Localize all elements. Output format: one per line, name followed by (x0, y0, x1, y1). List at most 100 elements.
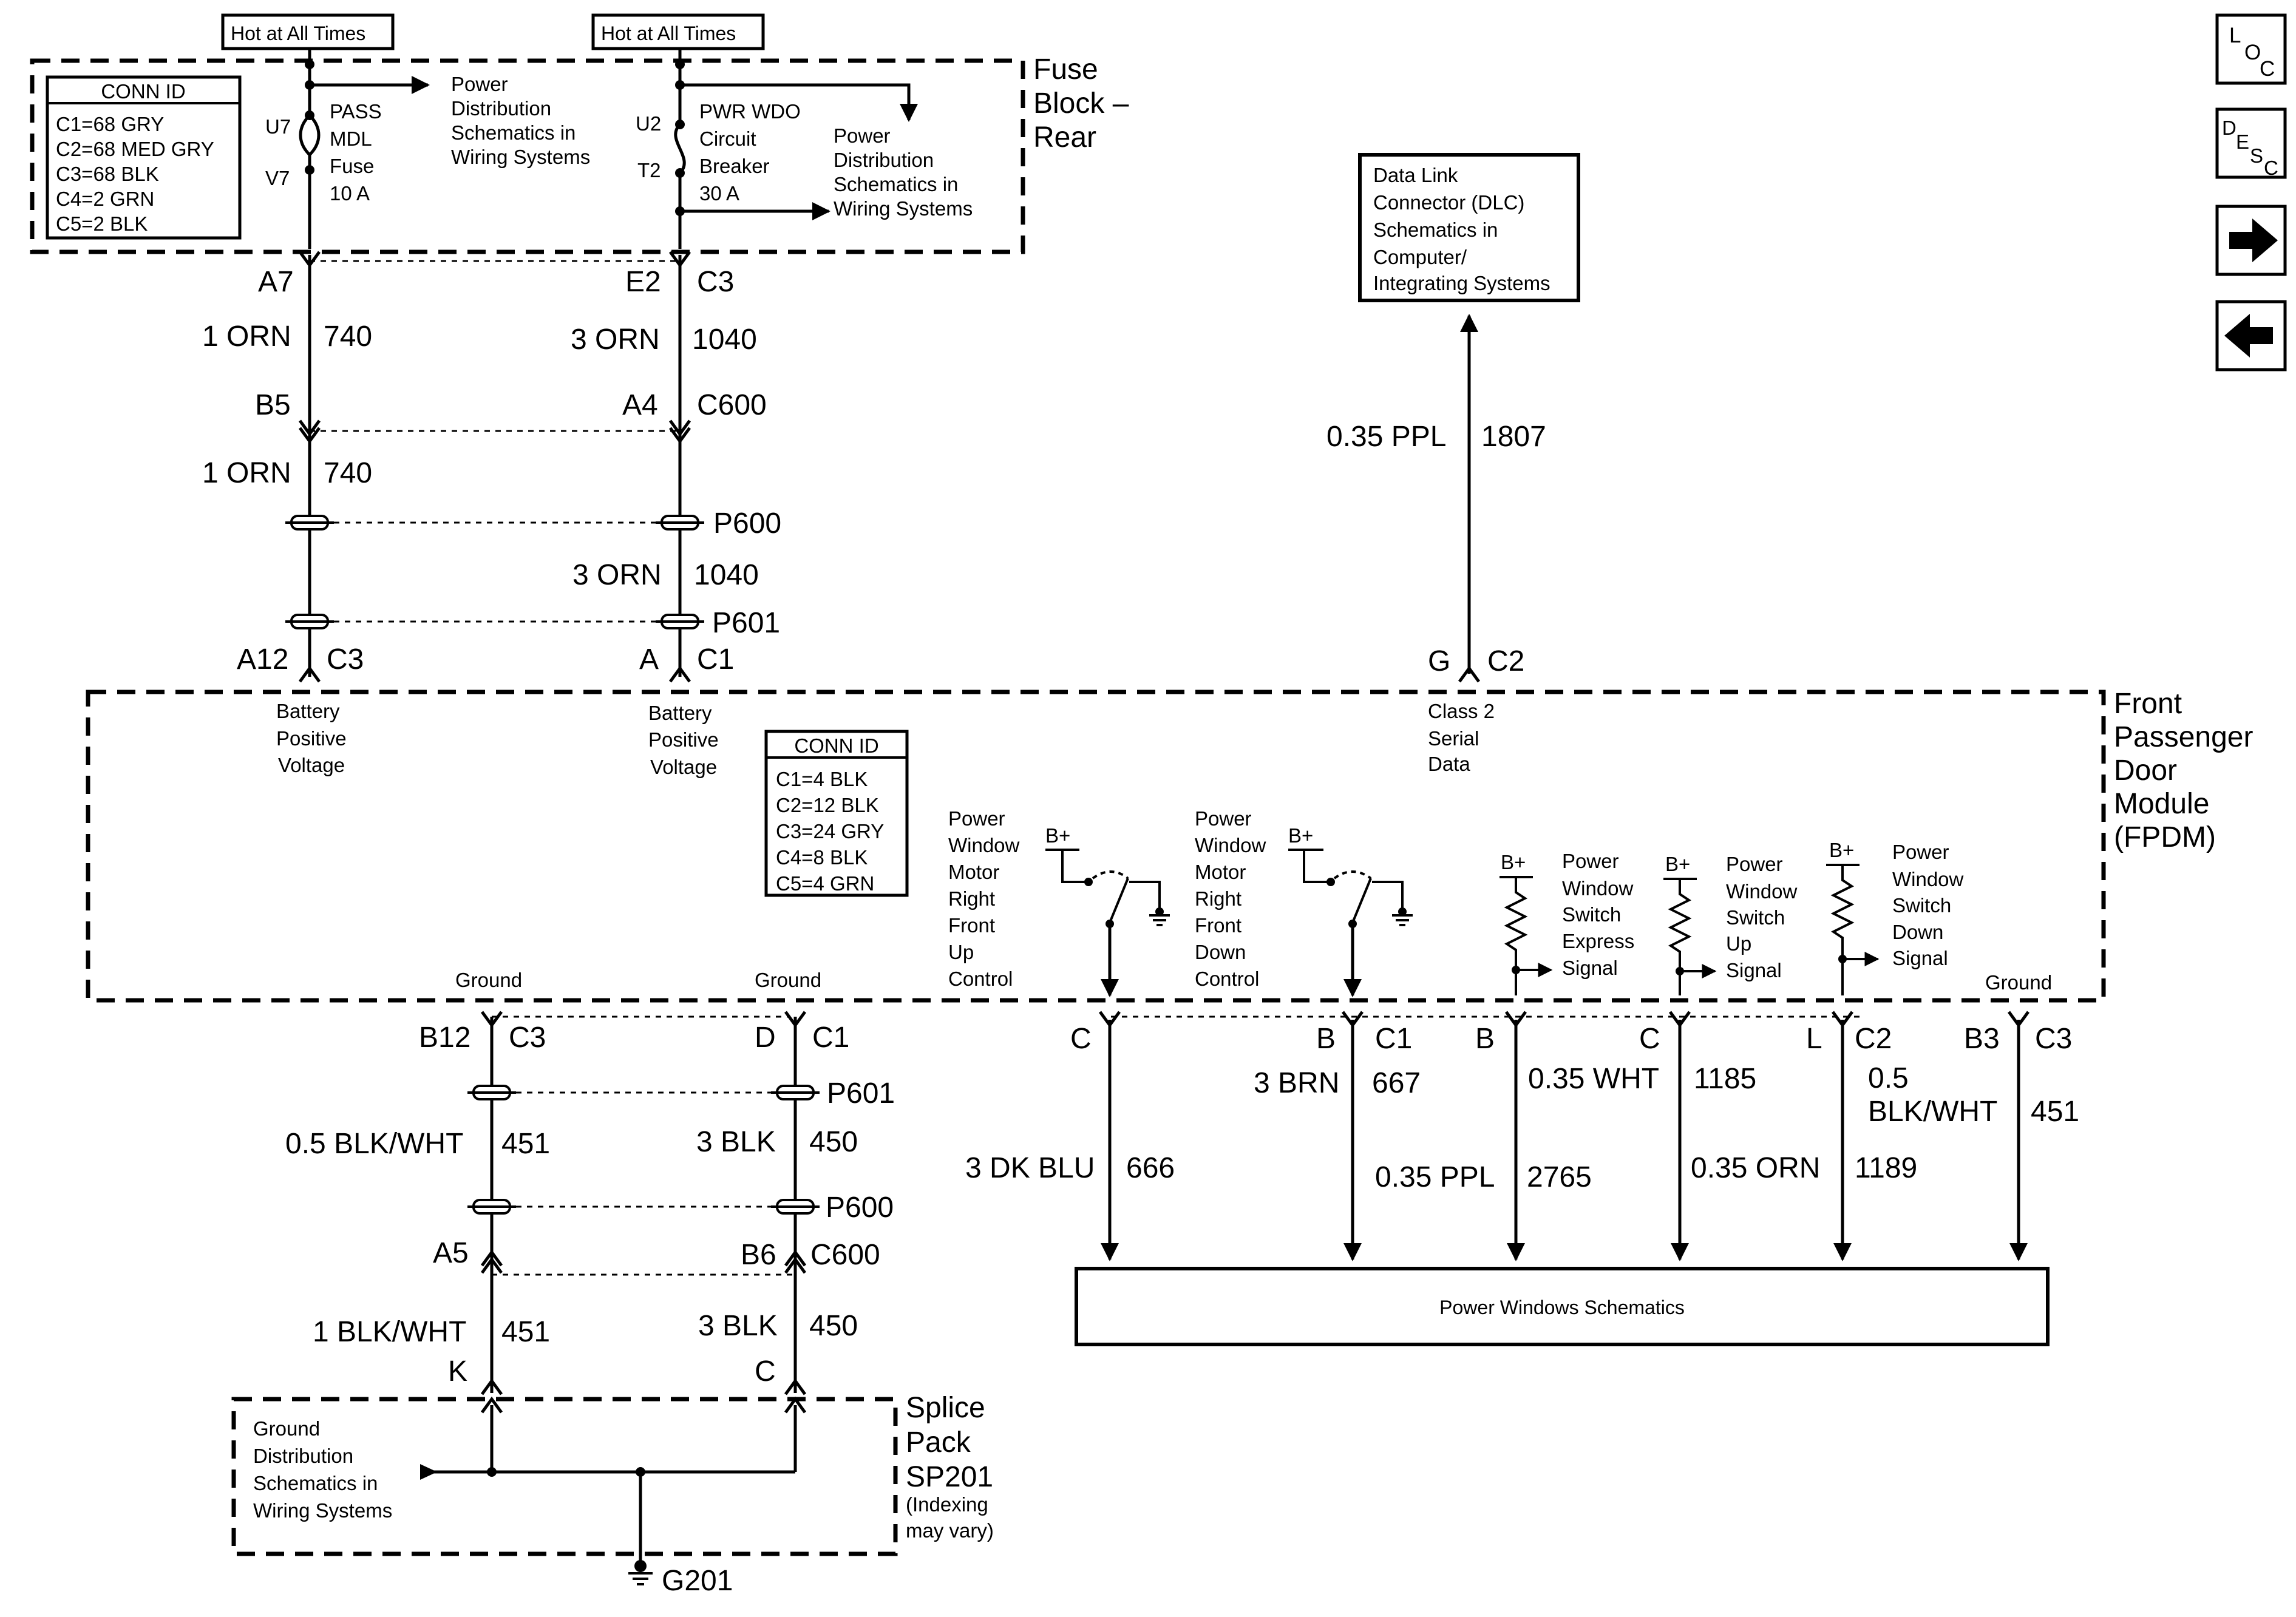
circuit-1040-lower: 1040 (694, 559, 759, 591)
inline-connector-p601-mid (656, 614, 704, 629)
previous-page-button[interactable] (2215, 300, 2287, 371)
pin-b-output: B (1316, 1023, 1336, 1055)
ground-label-2: Ground (755, 969, 821, 991)
next-page-button[interactable] (2215, 205, 2287, 276)
splice-title-3: SP201 (906, 1461, 993, 1493)
pwr-wdo-circuit-breaker: U2 T2 PWR WDO Circuit Breaker 30 A Power… (636, 49, 973, 249)
ground-g201: G201 (662, 1565, 733, 1597)
circuit-450-upper: 450 (809, 1126, 858, 1158)
class2-text-3: Data (1428, 753, 1470, 775)
conn-c3-output: C3 (2035, 1023, 2072, 1055)
arrow-left-icon (2224, 314, 2273, 358)
wire-label-0-5: 0.5 (1868, 1062, 1909, 1094)
circuit-breaker-icon (674, 123, 686, 174)
circuit-666: 666 (1126, 1152, 1175, 1184)
splice-ref-4: Wiring Systems (253, 1499, 392, 1522)
pin-b5: B5 (255, 389, 291, 421)
splice-ref-1: Ground (253, 1417, 320, 1440)
breaker-ref-1: Power (834, 124, 891, 147)
fuse-block-conn-id-table: CONN ID C1=68 GRY C2=68 MED GRY C3=68 BL… (46, 75, 242, 240)
circuit-451-output: 451 (2031, 1096, 2079, 1128)
inline-p601-label-lower: P601 (827, 1077, 895, 1110)
splice-title-1: Splice (906, 1392, 985, 1424)
pin-c-output-2: C (1639, 1023, 1660, 1055)
class2-text-1: Class 2 (1428, 700, 1495, 722)
fuse-text-3: Fuse (330, 155, 374, 177)
dlc-text-5: Integrating Systems (1373, 272, 1550, 294)
fuse-text-1: PASS (330, 100, 382, 123)
conn-c2-output: C2 (1855, 1023, 1892, 1055)
splice-note-1: (Indexing (906, 1493, 988, 1516)
down-sig-text-4: Down (1892, 921, 1943, 943)
connector-icon (480, 1256, 503, 1274)
wire-label-0-35-ppl: 0.35 PPL (1326, 421, 1446, 453)
fuse-ref-2: Distribution (451, 97, 551, 120)
bplus-label: B+ (1288, 824, 1313, 847)
circuit-1040: E2 C3 3 ORN 1040 A4 C600 P600 3 ORN 1040… (571, 251, 781, 683)
breaker-ref-4: Wiring Systems (834, 197, 973, 220)
circuit-1185: 1185 (1694, 1063, 1756, 1095)
connector-icon (480, 1378, 503, 1395)
inline-p600-label-lower: P600 (826, 1192, 894, 1224)
inline-connector-p601-lower-left (467, 1085, 516, 1100)
hot-at-all-times-1: Hot at All Times (231, 22, 365, 44)
ground-label-3: Ground (1985, 971, 2052, 994)
wire-label-0-35-ppl-2: 0.35 PPL (1375, 1161, 1495, 1193)
batt2-text-1: Battery (648, 702, 712, 724)
desc-button[interactable]: D E S C (2215, 107, 2287, 179)
circuit-740: A7 1 ORN 740 B5 1 ORN 740 A12 C3 (202, 251, 680, 683)
down-ctrl-text-6: Down (1195, 941, 1246, 963)
pin-a: A (639, 643, 659, 676)
connector-icon (668, 251, 691, 268)
connector-icon (298, 251, 321, 268)
inline-connector-p601-left (285, 614, 334, 629)
module-conn-id-table: CONN ID C1=4 BLK C2=12 BLK C3=24 GRY C4=… (764, 730, 909, 897)
inline-connector-p600-lower-left (467, 1199, 516, 1215)
connector-icon (784, 1396, 807, 1414)
front-passenger-door-module: Front Passenger Door Module (FPDM) Batte… (86, 688, 2253, 1003)
down-ctrl-text-4: Right (1195, 887, 1241, 910)
arrow-left-reference-icon (420, 1464, 437, 1480)
down-ctrl-text-2: Window (1195, 834, 1266, 856)
up-ctrl-text-3: Motor (948, 861, 999, 883)
fuse-text-2: MDL (330, 127, 372, 150)
wire-label-3-brn: 3 BRN (1254, 1067, 1339, 1099)
power-windows-schematics-box[interactable] (1075, 1267, 2050, 1346)
connector-icon (784, 1249, 807, 1267)
circuit-451-lower: 451 (501, 1316, 550, 1348)
wire-label-1-orn-2: 1 ORN (202, 457, 291, 489)
dlc-text-2: Connector (DLC) (1373, 191, 1524, 214)
connector-icon (480, 1249, 503, 1267)
pin-k: K (448, 1355, 467, 1388)
wire-label-3-orn-2: 3 ORN (572, 559, 662, 591)
down-signal-resistor: B+ (1826, 839, 1880, 995)
pass-mdl-fuse: U7 V7 PASS MDL Fuse 10 A Power Distribut… (265, 49, 590, 249)
splice-note-2: may vary) (906, 1519, 994, 1542)
fuse-ref-3: Schematics in (451, 121, 576, 144)
circuit-1040-upper: 1040 (692, 324, 757, 356)
splice-ref-3: Schematics in (253, 1472, 378, 1494)
up-sig-text-3: Switch (1726, 906, 1785, 929)
resistor-icon (1830, 865, 1855, 995)
inline-connector-p600-mid (656, 515, 704, 531)
wire-label-1-blk-wht: 1 BLK/WHT (313, 1316, 466, 1348)
module-title-3: Door (2114, 754, 2177, 787)
circuit-740-upper: 740 (324, 320, 372, 353)
inline-p601-label-upper: P601 (712, 607, 780, 639)
module-conn-id-row: C2=12 BLK (776, 794, 879, 816)
connector-icon (668, 427, 691, 444)
inline-connector-p600-left (285, 515, 334, 531)
circuit-450-lower: 450 (809, 1310, 858, 1342)
pin-g: G (1428, 645, 1450, 677)
loc-button[interactable]: L O C (2215, 13, 2287, 85)
conn-id-row: C4=2 GRN (56, 188, 154, 210)
pin-a4: A4 (622, 389, 658, 421)
fuse-block-title-1: Fuse (1033, 53, 1098, 86)
conn-c2-dlc: C2 (1487, 645, 1524, 677)
fuse-ref-4: Wiring Systems (451, 146, 590, 168)
fuse-text-4: 10 A (330, 182, 370, 205)
down-relay-switch-icon: B+ (1288, 824, 1413, 997)
express-text-5: Signal (1562, 957, 1618, 979)
conn-c600-lower: C600 (810, 1239, 880, 1271)
